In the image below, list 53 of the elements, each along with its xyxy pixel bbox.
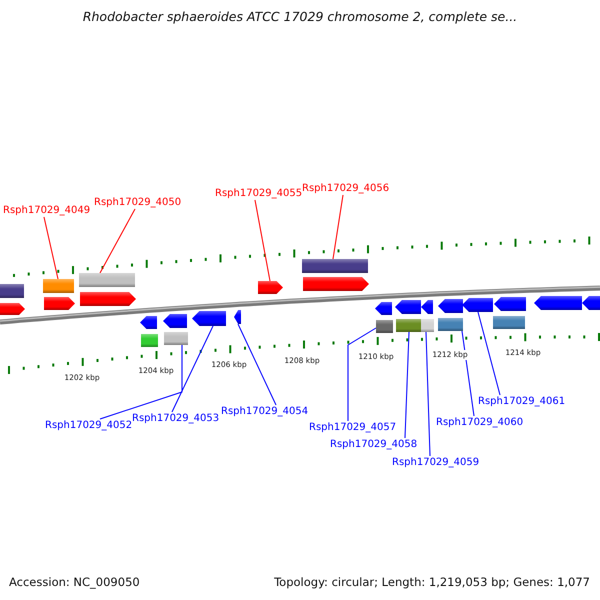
leader-line	[478, 312, 500, 396]
leader-line	[172, 326, 214, 412]
gene-label: Rsph17029_4054	[221, 405, 308, 418]
gene-feature	[258, 281, 283, 294]
gene-feature	[192, 311, 226, 326]
leader-line	[404, 332, 410, 438]
gene-label: Rsph17029_4056	[302, 182, 390, 195]
gene-feature	[0, 303, 25, 315]
gene-label: Rsph17029_4052	[45, 419, 132, 432]
gene-bar	[43, 279, 74, 293]
gene-label: Rsph17029_4060	[436, 416, 524, 429]
leader-line	[254, 200, 270, 282]
gene-label: Rsph17029_4049	[3, 204, 90, 217]
gene-label: Rsph17029_4050	[94, 196, 182, 209]
gene-bar	[438, 318, 463, 331]
gene-bar	[421, 319, 434, 332]
leader-line	[462, 330, 474, 416]
gene-bar	[302, 259, 368, 273]
leader-line	[348, 328, 376, 422]
gene-feature	[80, 292, 136, 306]
leader-line	[100, 208, 136, 274]
leader-line	[100, 344, 182, 420]
gene-label: Rsph17029_4053	[132, 412, 220, 425]
gene-bar	[164, 332, 188, 345]
leader-line	[426, 332, 430, 456]
gene-bar	[493, 316, 525, 329]
gene-feature	[44, 297, 75, 310]
leader-line	[238, 324, 276, 406]
gene-bar	[376, 320, 393, 333]
gene-feature	[163, 314, 187, 328]
gene-label: Rsph17029_4055	[215, 187, 302, 200]
footer-text: Topology: circular; Length: 1,219,053 bp; Genes: 1,077	[274, 575, 590, 589]
gene-feature	[140, 316, 157, 329]
gene-bar	[396, 319, 421, 332]
gene-feature	[375, 302, 392, 315]
leader-line	[44, 216, 58, 280]
gene-bar	[79, 273, 135, 287]
gene-feature	[438, 299, 463, 313]
gene-feature	[421, 300, 433, 314]
gene-label: Rsph17029_4061	[478, 395, 566, 408]
gene-feature	[494, 297, 526, 311]
gene-label: Rsph17029_4057	[309, 421, 396, 434]
gene-feature	[582, 296, 600, 310]
gene-feature	[462, 298, 493, 312]
gene-feature	[234, 310, 241, 324]
footer-text: Accession: NC_009050	[9, 575, 140, 589]
gene-label: Rsph17029_4058	[330, 438, 418, 451]
leader-line	[332, 194, 344, 260]
gene-bar	[0, 284, 24, 298]
gene-bar	[141, 334, 158, 347]
title: Rhodobacter sphaeroides ATCC 17029 chromosome 2, complete se...	[82, 9, 518, 25]
gene-label: Rsph17029_4059	[392, 456, 480, 469]
gene-feature	[303, 277, 369, 291]
